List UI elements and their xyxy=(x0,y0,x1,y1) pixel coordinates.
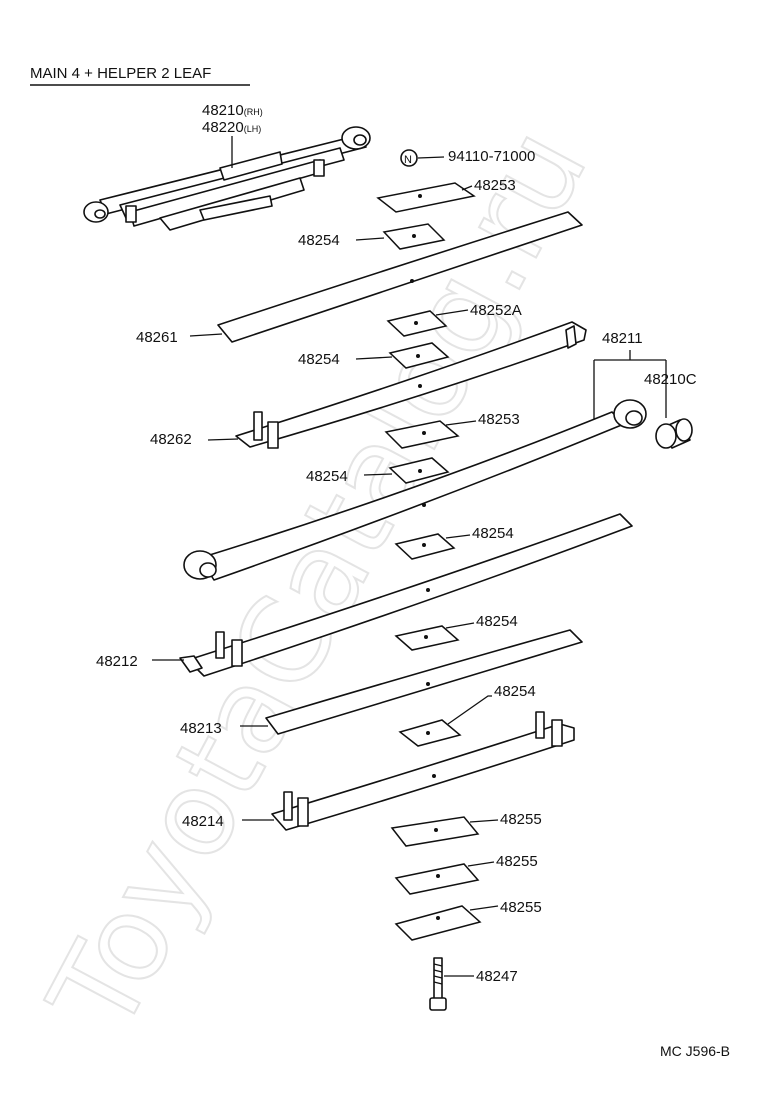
clip-48262-b xyxy=(267,421,279,449)
leaf-48213[interactable] xyxy=(265,629,583,735)
label-48255-c[interactable]: 48255 xyxy=(500,899,542,916)
pad-48253-top[interactable] xyxy=(376,182,476,213)
footer-code: MC J596-B xyxy=(660,1043,730,1059)
label-48252A[interactable]: 48252A xyxy=(470,302,522,319)
label-48254-e[interactable]: 48254 xyxy=(476,613,518,630)
leader-48252A xyxy=(435,309,469,316)
leader-48255-c xyxy=(469,905,499,911)
label-48212[interactable]: 48212 xyxy=(96,653,138,670)
label-48210[interactable]: 48210(RH) xyxy=(202,102,263,119)
label-48254-a[interactable]: 48254 xyxy=(298,232,340,249)
clip-48214-a xyxy=(283,791,293,821)
label-48254-f[interactable]: 48254 xyxy=(494,683,536,700)
leader-48255-a xyxy=(469,819,499,823)
leader-48254-a xyxy=(355,237,385,241)
label-48255-a[interactable]: 48255 xyxy=(500,811,542,828)
label-48254-d[interactable]: 48254 xyxy=(472,525,514,542)
label-48262[interactable]: 48262 xyxy=(150,431,192,448)
spring-assembly-thumbnail[interactable] xyxy=(83,126,371,231)
leader-48254-b xyxy=(355,356,393,360)
diagram-title: MAIN 4 + HELPER 2 LEAF xyxy=(30,65,211,82)
leaf-48261[interactable] xyxy=(217,211,583,343)
leader-48254-f xyxy=(447,695,492,725)
label-48213[interactable]: 48213 xyxy=(180,720,222,737)
leader-48262 xyxy=(207,438,239,441)
clip-48212-b xyxy=(231,639,243,667)
leader-48255-b xyxy=(467,861,495,867)
label-48255-b[interactable]: 48255 xyxy=(496,853,538,870)
leader-48254-c xyxy=(363,473,393,476)
leader-48261 xyxy=(189,333,223,337)
label-48254-b[interactable]: 48254 xyxy=(298,351,340,368)
clip-48214-b xyxy=(297,797,309,827)
spacer-48255-b[interactable] xyxy=(394,863,480,895)
clip-48212-a xyxy=(215,631,225,659)
label-48254-c[interactable]: 48254 xyxy=(306,468,348,485)
label-48211[interactable]: 48211 xyxy=(602,330,643,347)
pad-48253-b[interactable] xyxy=(384,420,460,449)
leaf-48214[interactable] xyxy=(271,723,575,831)
spacer-48255-c[interactable] xyxy=(394,905,482,941)
clip-48214-d xyxy=(551,719,563,747)
clip-48214-c xyxy=(535,711,545,739)
n-symbol-text: N xyxy=(404,154,412,166)
leader-48253-b xyxy=(445,420,477,426)
label-48214[interactable]: 48214 xyxy=(182,813,224,830)
leader-48254-e xyxy=(445,622,475,629)
bracket-48211 xyxy=(593,350,667,420)
leader-48253-top xyxy=(461,185,473,191)
label-48253-top[interactable]: 48253 xyxy=(474,177,516,194)
label-94110-71000[interactable]: 94110-71000 xyxy=(448,148,535,165)
clip-48262-a xyxy=(253,411,263,441)
label-48210C[interactable]: 48210C xyxy=(644,371,697,388)
leader-n-symbol xyxy=(417,156,445,159)
bushing-48210C[interactable] xyxy=(655,418,693,449)
label-48247[interactable]: 48247 xyxy=(476,968,518,985)
leader-48254-d xyxy=(445,534,471,539)
leaf-48262[interactable] xyxy=(235,321,587,448)
label-48220[interactable]: 48220(LH) xyxy=(202,119,261,136)
label-48261[interactable]: 48261 xyxy=(136,329,178,346)
leaf-48212[interactable] xyxy=(187,513,633,677)
center-bolt-48247[interactable] xyxy=(429,957,447,1011)
label-48253-b[interactable]: 48253 xyxy=(478,411,520,428)
new-part-symbol-icon xyxy=(400,149,418,167)
